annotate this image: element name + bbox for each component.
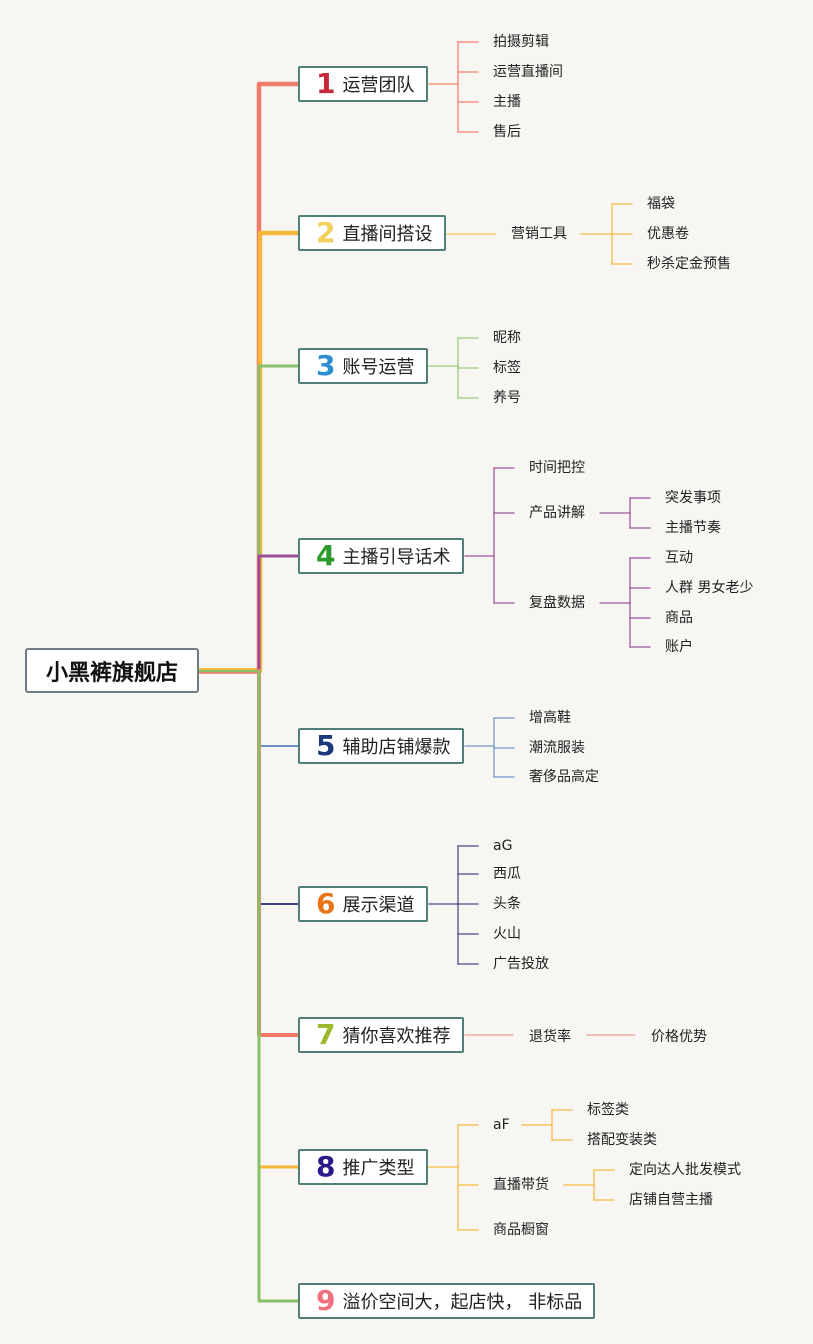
sub-node[interactable]: 时间把控	[529, 460, 585, 476]
leaf-node[interactable]: 售后	[493, 124, 521, 140]
leaf-node[interactable]: 昵称	[493, 330, 521, 346]
branch-line-6	[258, 670, 299, 905]
root-node[interactable]: 小黑裤旗舰店	[25, 648, 199, 693]
branch-line-2	[257, 230, 301, 674]
number-badge-2: 2	[316, 216, 336, 249]
branch-node-9[interactable]: 9 溢价空间大，起店快， 非标品	[298, 1283, 595, 1319]
leaf-node[interactable]: 账户	[665, 639, 693, 655]
leaf-node[interactable]: 潮流服装	[529, 740, 585, 756]
branch-node-6[interactable]: 6 展示渠道	[298, 886, 428, 922]
leaf-node[interactable]: 人群 男女老少	[665, 580, 754, 596]
branch-node-5[interactable]: 5 辅助店铺爆款	[298, 728, 464, 764]
branch-label-1: 运营团队	[342, 75, 415, 96]
branch-line-9	[257, 669, 300, 1303]
leaf-node[interactable]: 标签	[493, 360, 521, 376]
leaf-node[interactable]: 养号	[493, 390, 521, 406]
leaf-node[interactable]: 定向达人批发模式	[629, 1162, 741, 1178]
leaf-node[interactable]: 西瓜	[493, 866, 521, 882]
leaf-node[interactable]: 福袋	[647, 196, 675, 212]
branch-line-5	[258, 670, 299, 747]
leaf-node[interactable]: 头条	[493, 896, 521, 912]
sub-node[interactable]: 退货率	[529, 1029, 571, 1045]
branch-label-5: 辅助店铺爆款	[342, 737, 451, 758]
leaf-node[interactable]: 拍摄剪辑	[493, 34, 549, 50]
leaf-node[interactable]: 广告投放	[493, 956, 549, 972]
leaf-node[interactable]: 店铺自营主播	[629, 1192, 713, 1208]
leaf-node[interactable]: aG	[493, 838, 513, 854]
number-badge-6: 6	[316, 887, 336, 920]
leaf-node[interactable]: 价格优势	[651, 1029, 707, 1045]
sub-node[interactable]: 复盘数据	[529, 595, 585, 611]
leaf-node[interactable]: 主播节奏	[665, 520, 721, 536]
number-badge-3: 3	[316, 349, 336, 382]
leaf-node[interactable]: 增高鞋	[529, 710, 571, 726]
branch-node-8[interactable]: 8 推广类型	[298, 1149, 428, 1185]
leaf-node[interactable]: 奢侈品高定	[529, 769, 599, 785]
number-badge-9: 9	[316, 1284, 336, 1317]
branch-label-8: 推广类型	[342, 1158, 415, 1179]
branch-label-9: 溢价空间大，起店快， 非标品	[342, 1292, 583, 1313]
number-badge-1: 1	[316, 67, 336, 100]
leaf-node[interactable]: 互动	[665, 550, 693, 566]
branch-label-3: 账号运营	[342, 357, 415, 378]
branch-line-3	[257, 364, 300, 673]
branch-label-6: 展示渠道	[342, 895, 415, 916]
sub-node[interactable]: 营销工具	[511, 226, 567, 242]
leaf-node[interactable]: 商品橱窗	[493, 1222, 549, 1238]
branch-node-2[interactable]: 2 直播间搭设	[298, 215, 446, 251]
branch-node-4[interactable]: 4 主播引导话术	[298, 538, 464, 574]
leaf-node[interactable]: 搭配变装类	[587, 1132, 657, 1148]
number-badge-7: 7	[316, 1018, 336, 1051]
branch-node-3[interactable]: 3 账号运营	[298, 348, 428, 384]
number-badge-4: 4	[316, 539, 336, 572]
leaf-node[interactable]: 主播	[493, 94, 521, 110]
number-badge-8: 8	[316, 1150, 336, 1183]
number-badge-5: 5	[316, 729, 336, 762]
leaf-node[interactable]: 突发事项	[665, 490, 721, 506]
leaf-node[interactable]: 优惠卷	[647, 226, 689, 242]
leaf-node[interactable]: 运营直播间	[493, 64, 563, 80]
branch-label-7: 猜你喜欢推荐	[342, 1026, 451, 1047]
branch-line-7	[257, 669, 300, 1037]
branch-node-1[interactable]: 1 运营团队	[298, 66, 428, 102]
sub-node[interactable]: 直播带货	[493, 1177, 549, 1193]
leaf-node[interactable]: 秒杀定金预售	[647, 256, 731, 272]
leaf-node[interactable]: 火山	[493, 926, 521, 942]
leaf-node[interactable]: 标签类	[587, 1102, 629, 1118]
branch-line-4	[257, 554, 300, 673]
branch-label-2: 直播间搭设	[342, 224, 433, 245]
sub-node[interactable]: aF	[493, 1117, 510, 1133]
sub-node[interactable]: 产品讲解	[529, 505, 585, 521]
branch-line-1	[256, 81, 301, 674]
branch-label-4: 主播引导话术	[342, 547, 451, 568]
leaf-node[interactable]: 商品	[665, 610, 693, 626]
branch-node-7[interactable]: 7 猜你喜欢推荐	[298, 1017, 464, 1053]
